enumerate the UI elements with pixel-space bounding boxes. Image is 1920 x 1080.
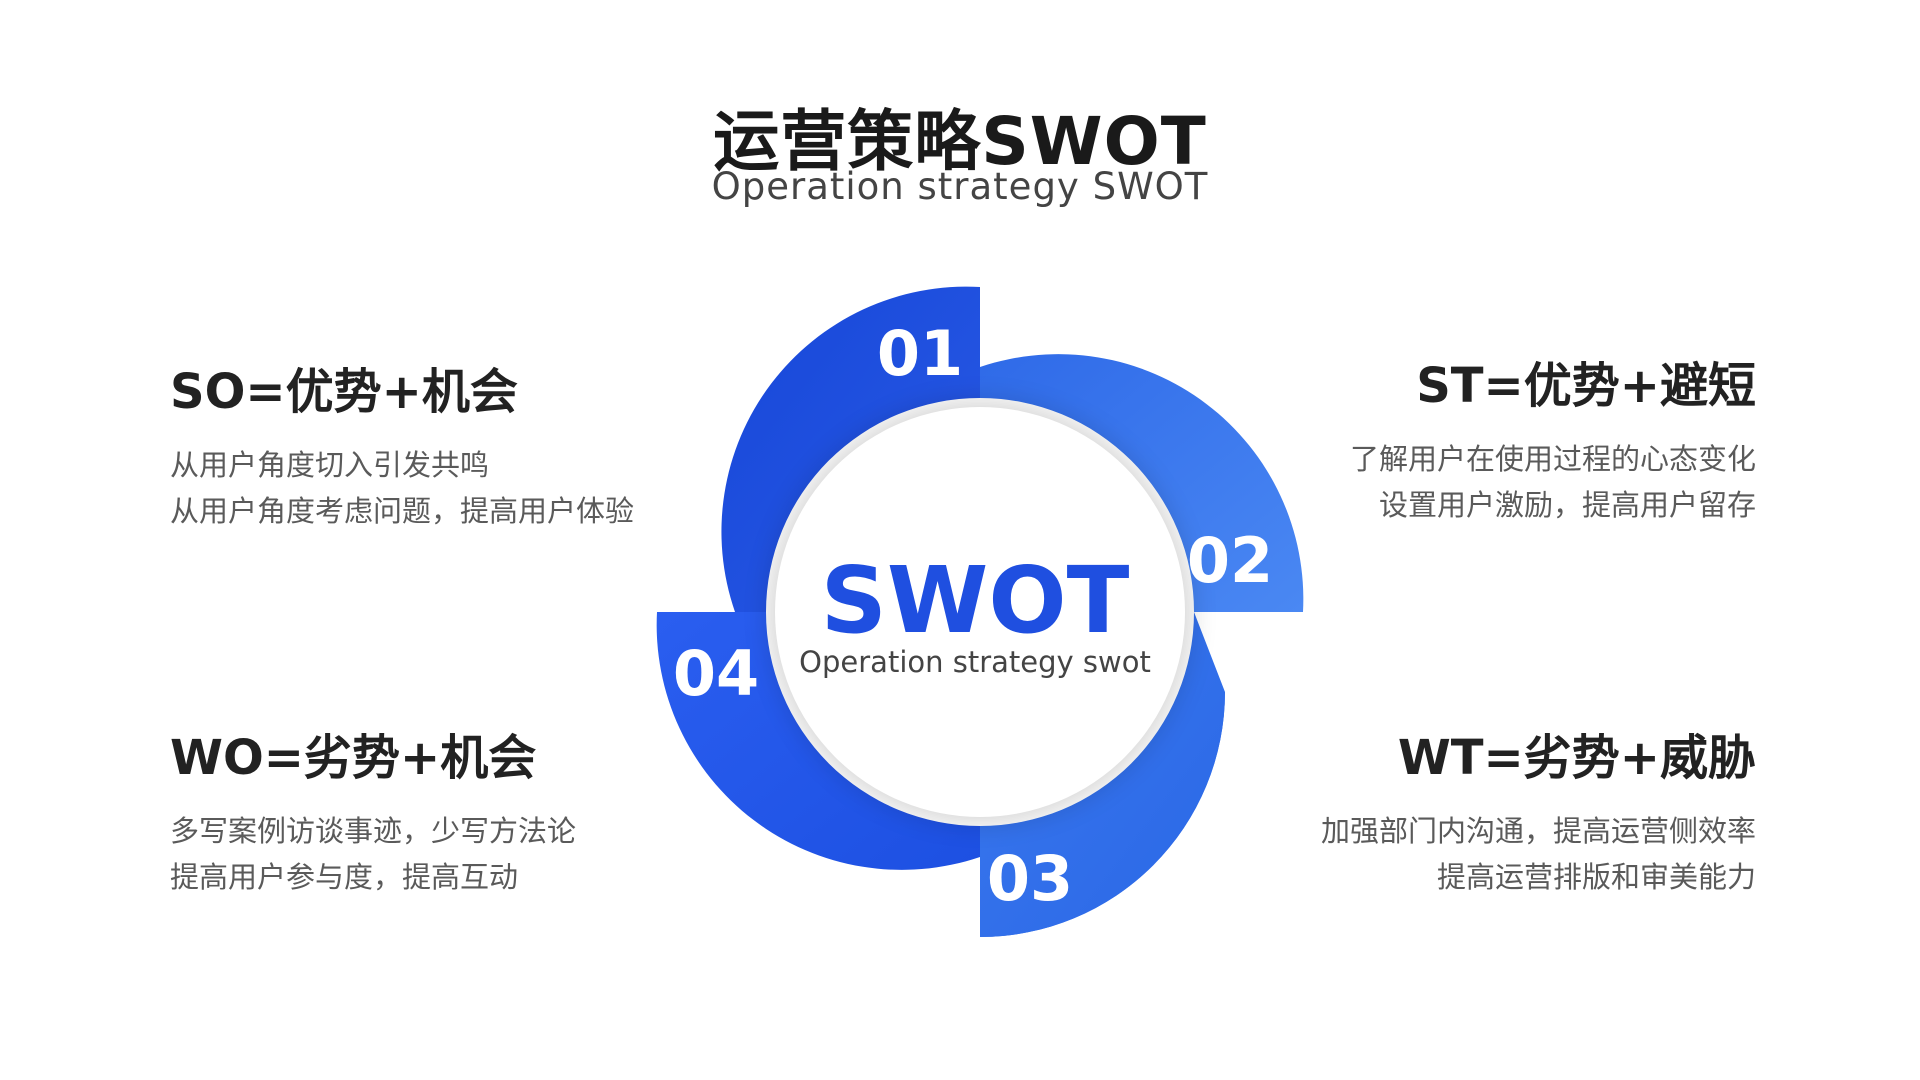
segment-04-band xyxy=(656,612,980,870)
so-line-2: 从用户角度考虑问题，提高用户体验 xyxy=(170,494,635,528)
center-title: SWOT xyxy=(821,547,1130,654)
wt-line-2: 提高运营排版和审美能力 xyxy=(1436,860,1756,894)
segment-03-number: 03 xyxy=(987,842,1073,915)
wo-line-2: 提高用户参与度，提高互动 xyxy=(170,860,519,894)
segment-01-band xyxy=(721,286,980,612)
center-circle xyxy=(775,407,1185,817)
st-block: ST=优势+避短 了解用户在使用过程的心态变化 设置用户激励，提高用户留存 xyxy=(1136,362,1756,528)
segment-03-band xyxy=(980,612,1225,937)
wo-line-1: 多写案例访谈事迹，少写方法论 xyxy=(170,814,577,848)
segment-04-number: 04 xyxy=(673,637,759,710)
segment-02-band xyxy=(980,354,1304,612)
so-line-1: 从用户角度切入引发共鸣 xyxy=(170,448,490,482)
so-heading: SO=优势+机会 xyxy=(170,364,518,420)
st-heading: ST=优势+避短 xyxy=(1416,358,1756,414)
page-title: 运营策略SWOT xyxy=(713,103,1207,180)
st-line-2: 设置用户激励，提高用户留存 xyxy=(1378,488,1756,522)
center-subtitle: Operation strategy swot xyxy=(799,645,1151,679)
wt-line-1: 加强部门内沟通，提高运营侧效率 xyxy=(1320,814,1756,848)
so-block: SO=优势+机会 从用户角度切入引发共鸣 从用户角度考虑问题，提高用户体验 xyxy=(170,368,790,534)
wo-block: WO=劣势+机会 多写案例访谈事迹，少写方法论 提高用户参与度，提高互动 xyxy=(170,734,790,900)
wo-heading: WO=劣势+机会 xyxy=(170,730,537,786)
wt-heading: WT=劣势+威胁 xyxy=(1397,730,1756,786)
st-line-1: 了解用户在使用过程的心态变化 xyxy=(1349,442,1756,476)
segment-02-number: 02 xyxy=(1187,524,1273,597)
wt-block: WT=劣势+威胁 加强部门内沟通，提高运营侧效率 提高运营排版和审美能力 xyxy=(1136,734,1756,900)
segment-01-number: 01 xyxy=(877,317,963,390)
page-subtitle: Operation strategy SWOT xyxy=(711,165,1209,208)
